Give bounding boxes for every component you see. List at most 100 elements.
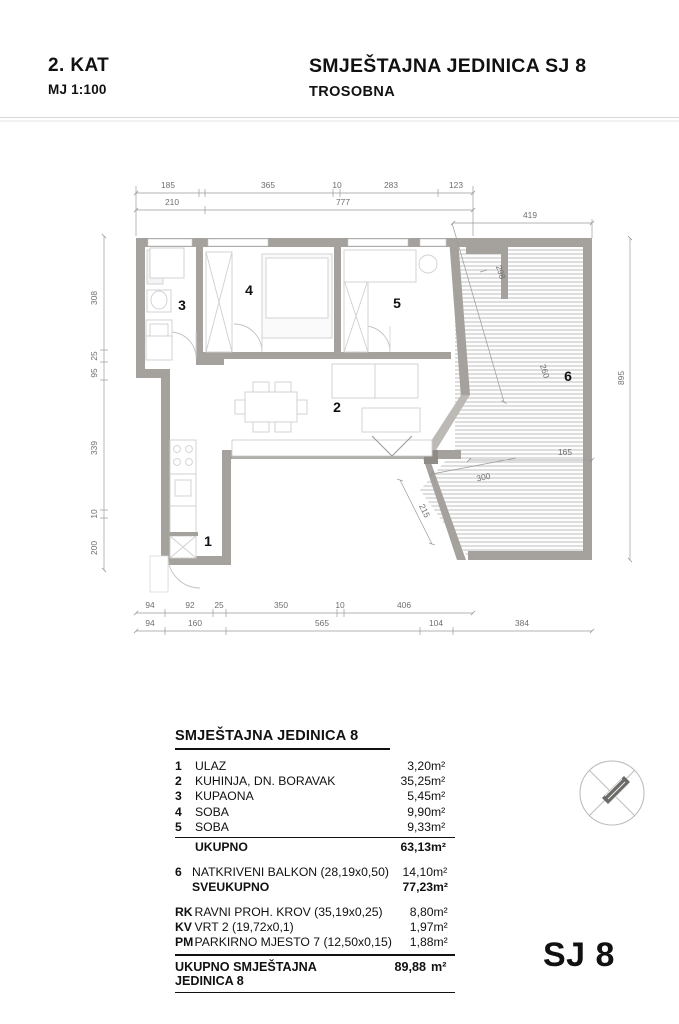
svg-text:406: 406 [397,600,411,610]
room-name: KUPAONA [195,789,254,804]
svg-text:283: 283 [384,180,398,190]
room-name: SOBA [195,819,229,834]
svg-text:215: 215 [417,502,432,519]
page-subtitle: TROSOBNA [309,84,396,100]
svg-text:25: 25 [89,351,99,361]
legend-title: SMJEŠTAJNA JEDINICA 8 [175,728,359,744]
room-name: KUHINJA, DN. BORAVAK [195,774,336,789]
area-unit: m² [433,920,448,935]
total-num [175,879,192,894]
svg-text:365: 365 [261,180,275,190]
room-area-table: 1 ULAZ 3,20 m² 2 KUHINJA, DN. BORAVAK 35… [175,759,455,835]
balcony-area: 14,10 [402,864,434,879]
svg-text:94: 94 [145,600,155,610]
grand-total-area: 89,88 [394,959,426,974]
svg-text:200: 200 [89,541,99,555]
balcony-name: NATKRIVENI BALKON (28,19x0,50) [192,864,389,879]
room-number-2: 2 [333,399,341,415]
total-label: SVEUKUPNO [192,879,270,894]
spacer-2 [175,895,465,905]
balcony-parapet [466,247,508,299]
svg-text:565: 565 [315,618,329,628]
table-row: PM PARKIRNO MJESTO 7 (12,50x0,15) 1,88 m… [175,935,455,950]
svg-text:10: 10 [335,600,345,610]
unit-badge: SJ 8 [543,936,615,974]
room-number-6: 6 [564,368,572,384]
north-compass-icon [572,753,652,833]
grand-total-label: UKUPNO SMJEŠTAJNA JEDINICA 8 [175,959,317,988]
extra-area: 1,88 [409,935,434,950]
dimension-lines-top [133,186,595,238]
subtotal-table: UKUPNO 63,13 m² [175,839,455,854]
area-unit: m² [431,959,447,974]
legend-block: SMJEŠTAJNA JEDINICA 8 1 ULAZ 3,20 m² 2 K… [175,728,465,994]
room-area: 9,33 [407,819,431,834]
area-unit: m² [433,935,448,950]
svg-text:384: 384 [515,618,529,628]
svg-text:419: 419 [523,210,537,220]
extra-code: PM [175,935,194,950]
svg-text:104: 104 [429,618,443,628]
header-divider [0,117,679,118]
furniture [145,247,438,559]
subtotal-divider [175,836,455,838]
svg-text:777: 777 [336,197,350,207]
grand-total-divider-top [175,954,455,956]
room-num: 4 [175,804,182,819]
area-unit: m² [431,774,446,789]
extra-code: KV [175,920,192,935]
area-unit: m² [433,905,448,920]
svg-text:94: 94 [145,618,155,628]
balcony-num: 6 [175,864,182,879]
svg-text:95: 95 [89,368,99,378]
dimension-labels-left: 308 25 95 339 10 200 [89,291,99,555]
dimension-label-right: 895 [616,371,626,385]
room-name: SOBA [195,804,229,819]
room-num: 3 [175,789,182,804]
table-row: 2 KUHINJA, DN. BORAVAK 35,25 m² [175,774,455,789]
room-area: 5,45 [407,789,431,804]
svg-text:260: 260 [538,363,552,380]
svg-text:160: 160 [188,618,202,628]
table-row: 3 KUPAONA 5,45 m² [175,789,455,804]
area-unit: m² [433,879,448,894]
svg-text:165: 165 [558,447,572,457]
svg-text:10: 10 [332,180,342,190]
room-area: 9,90 [407,804,431,819]
header-divider-shadow [0,120,679,122]
extras-table: RK RAVNI PROH. KROV (35,19x0,25) 8,80 m²… [175,905,455,951]
room-area: 35,25 [400,774,432,789]
scale-label: MJ 1:100 [48,82,107,97]
grand-total-row: UKUPNO SMJEŠTAJNA JEDINICA 8 89,88 m² [175,960,455,988]
extra-code: RK [175,905,193,920]
dimension-lines-bottom [133,609,595,635]
svg-text:298: 298 [494,264,508,281]
room-area: 3,20 [407,759,431,774]
room-number-3: 3 [178,297,186,313]
header-right-block: SMJEŠTAJNA JEDINICA SJ 8 TROSOBNA [309,54,586,102]
room-number-5: 5 [393,295,401,311]
table-row: 4 SOBA 9,90 m² [175,804,455,819]
floor-plan: 185 365 10 283 123 210 777 419 94 92 25 … [0,140,679,660]
balcony-total-table: 6 NATKRIVENI BALKON (28,19x0,50) 14,10 m… [175,864,455,894]
room-name: ULAZ [195,759,227,774]
total-area: 77,23 [402,879,434,894]
floor-label: 2. KAT [48,55,110,76]
svg-text:185: 185 [161,180,175,190]
grand-total-divider-bottom [175,991,455,994]
area-unit: m² [431,839,446,854]
svg-text:92: 92 [185,600,195,610]
extra-area: 8,80 [409,905,434,920]
extra-name: VRT 2 (19,72x0,1) [194,920,294,935]
room-number-1: 1 [204,533,212,549]
area-unit: m² [431,819,446,834]
room-num: 1 [175,759,182,774]
header-left-block: 2. KAT MJ 1:100 [48,55,109,100]
area-unit: m² [433,864,448,879]
svg-text:10: 10 [89,509,99,519]
table-row: 6 NATKRIVENI BALKON (28,19x0,50) 14,10 m… [175,864,455,879]
table-row: 5 SOBA 9,33 m² [175,819,455,834]
table-row: RK RAVNI PROH. KROV (35,19x0,25) 8,80 m² [175,905,455,920]
svg-text:339: 339 [89,441,99,455]
room-num: 2 [175,774,182,789]
